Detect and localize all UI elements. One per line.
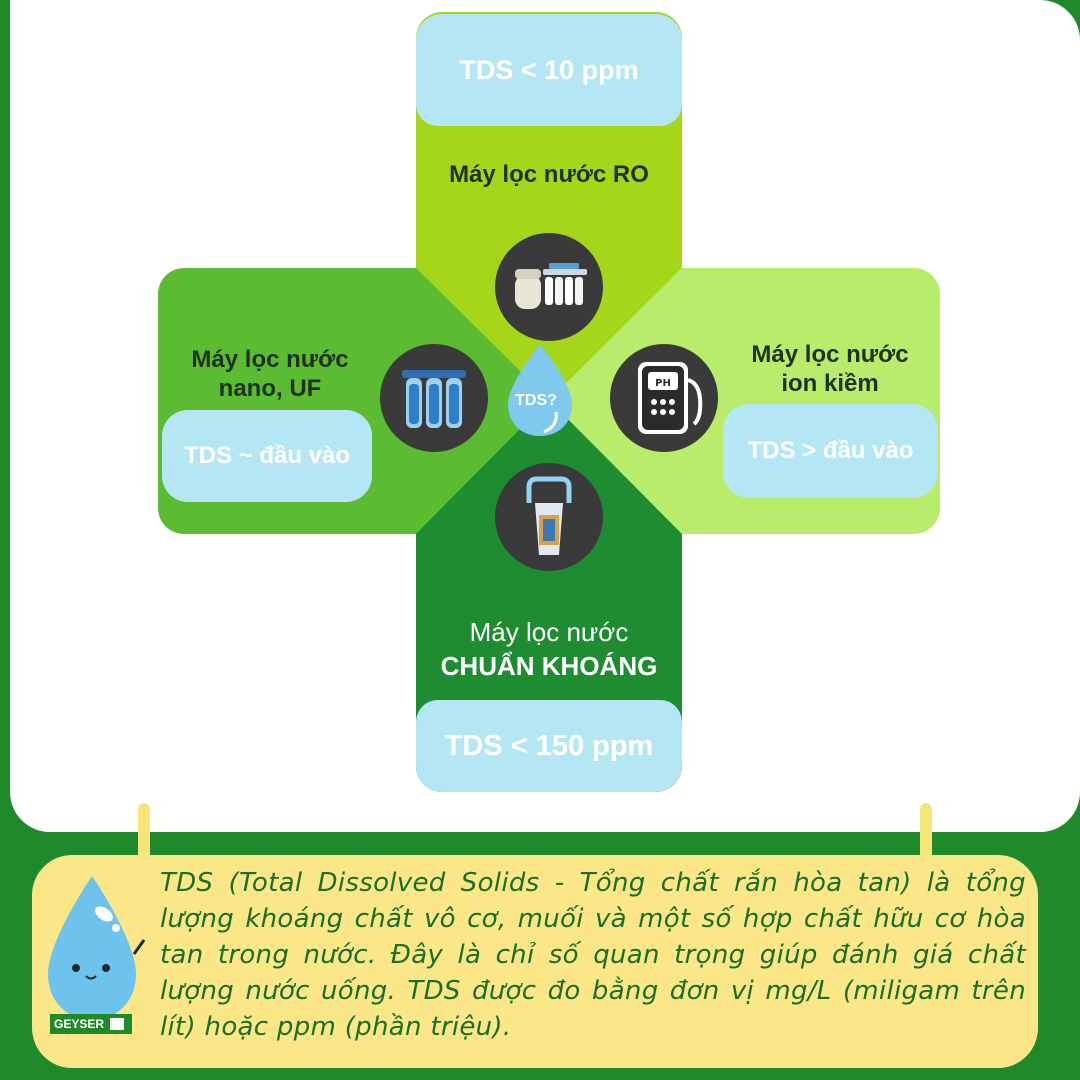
svg-text:PH: PH [655, 378, 671, 389]
label-chuan-khoang-line1: Máy lọc nước [469, 617, 629, 647]
mineral-filter-cup-icon [495, 463, 603, 571]
center-tds-label: TDS? [515, 392, 557, 409]
brand-name: GEYSER [54, 1017, 105, 1031]
cartridge-filters-icon [380, 344, 488, 452]
water-drop-center-icon [508, 344, 572, 436]
label-ion-kiem-line1: Máy lọc nước [751, 341, 909, 368]
label-ro: Máy lọc nước RO [449, 161, 649, 188]
note-box [32, 855, 1038, 1068]
ro-purifier-icon [495, 233, 603, 341]
label-chuan-khoang-line2: CHUẨN KHOÁNG [440, 651, 658, 681]
geyser-logo: GEYSER [50, 1014, 132, 1034]
tds-pill-chuan-khoang: TDS < 150 ppm [416, 700, 682, 792]
tds-definition-text: TDS (Total Dissolved Solids - Tổng chất … [160, 868, 1026, 1042]
tds-pill-nano-uf: TDS ~ đầu vào [162, 410, 372, 502]
tds-pill-ion-kiem: TDS > đầu vào [723, 404, 938, 498]
label-nano-uf: Máy lọc nước nano, UF [170, 345, 370, 403]
label-nano-uf-line2: nano, UF [218, 375, 322, 402]
label-nano-uf-line1: Máy lọc nước [191, 346, 349, 373]
label-ion-kiem-line2: ion kiềm [781, 370, 879, 397]
label-ion-kiem: Máy lọc nước ion kiềm [735, 340, 925, 398]
tds-pill-ro: TDS < 10 ppm [416, 14, 682, 126]
label-chuan-khoang: Máy lọc nước CHUẨN KHOÁNG [410, 615, 688, 683]
brand-mark-icon [110, 1018, 125, 1030]
ph-ionizer-icon: PH [610, 344, 718, 452]
